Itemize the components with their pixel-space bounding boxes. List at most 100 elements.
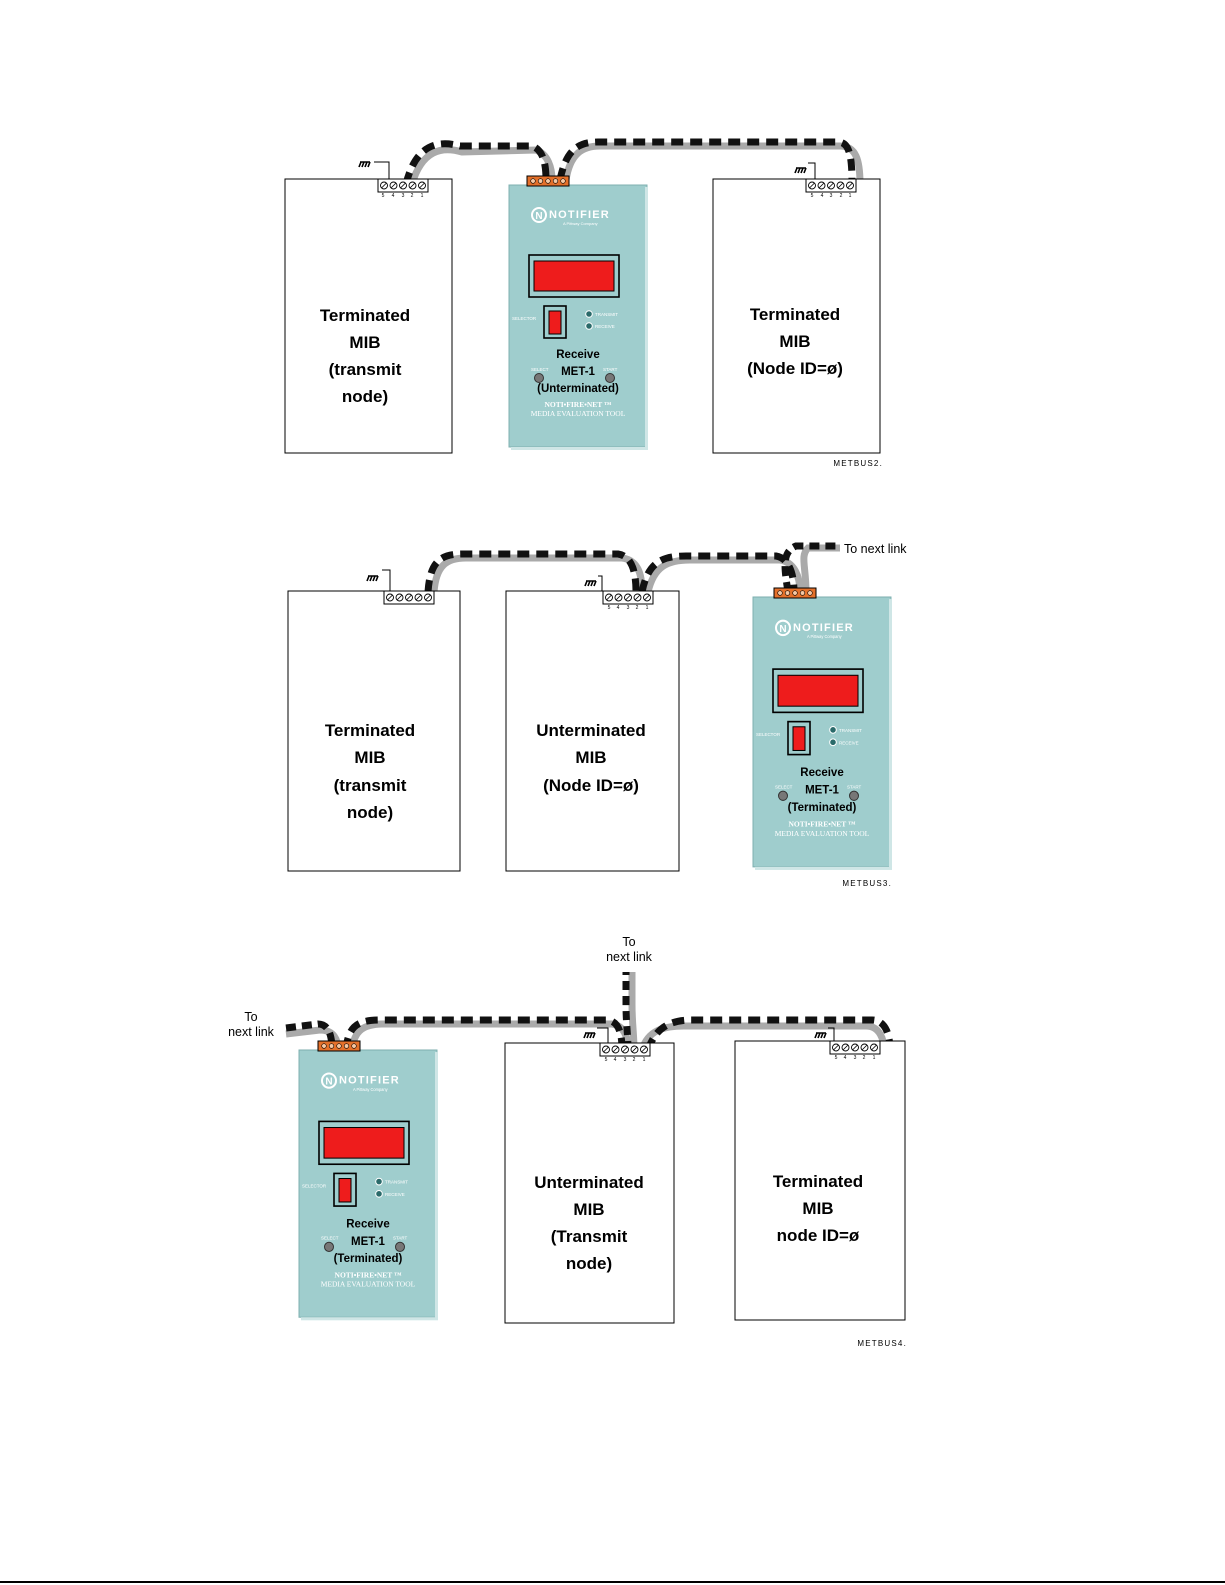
svg-text:SELECTOR: SELECTOR	[512, 316, 537, 321]
mib-label: Terminated MIB (Node ID=ø)	[747, 305, 843, 378]
svg-text:TRANSMIT: TRANSMIT	[385, 1180, 408, 1185]
mib-label: Terminated MIB (transmit node)	[320, 306, 410, 406]
figure-2: To next link Terminated MIB (transmit no…	[287, 542, 907, 888]
mib-box	[505, 590, 680, 872]
svg-text:Receive: Receive	[800, 766, 844, 779]
svg-text:MIB: MIB	[575, 748, 606, 767]
svg-text:(Terminated): (Terminated)	[334, 1252, 403, 1265]
svg-text:NOTIFIER: NOTIFIER	[339, 1075, 400, 1087]
svg-text:(Terminated): (Terminated)	[788, 801, 857, 814]
svg-text:(Node ID=ø): (Node ID=ø)	[543, 776, 639, 795]
svg-text:node ID=ø: node ID=ø	[777, 1226, 860, 1245]
svg-text:NOTI•FIRE•NET ™: NOTI•FIRE•NET ™	[789, 820, 856, 829]
svg-text:(Node ID=ø): (Node ID=ø)	[747, 359, 843, 378]
terminal-numbers: 5 4 3 2 1	[835, 1055, 876, 1061]
svg-text:node): node)	[342, 387, 388, 406]
svg-text:Receive: Receive	[556, 349, 599, 361]
svg-text:5: 5	[835, 1055, 838, 1061]
terminal-numbers: 5 4 3 2 1	[605, 1057, 646, 1063]
svg-text:RECEIVE: RECEIVE	[385, 1192, 405, 1197]
svg-text:A Pittway Company: A Pittway Company	[807, 634, 843, 639]
svg-text:SELECT: SELECT	[775, 785, 793, 790]
svg-text:MIB: MIB	[802, 1199, 833, 1218]
svg-text:MEDIA EVALUATION TOOL: MEDIA EVALUATION TOOL	[775, 829, 870, 838]
svg-text:MET-1: MET-1	[561, 366, 595, 378]
svg-text:2: 2	[636, 605, 639, 611]
footer-rule	[0, 1581, 1225, 1583]
met-device: NOTIFIER A Pittway Company SELECTOR TRAN…	[508, 184, 649, 451]
figure-1: 5 4 3 2 1 Terminated MIB (transmit node)…	[284, 138, 883, 468]
cable-2a	[424, 550, 646, 593]
svg-text:5: 5	[605, 1057, 608, 1063]
svg-text:2: 2	[863, 1055, 866, 1061]
svg-text:MEDIA EVALUATION TOOL: MEDIA EVALUATION TOOL	[321, 1280, 416, 1289]
svg-text:SELECTOR: SELECTOR	[302, 1184, 327, 1189]
met-device: NOTIFIER A Pittway Company SELECTOR TRAN…	[297, 1048, 440, 1322]
svg-text:Receive: Receive	[346, 1217, 390, 1230]
svg-text:4: 4	[614, 1057, 617, 1063]
svg-text:MIB: MIB	[573, 1200, 604, 1219]
terminal-numbers: 5 4 3 2 1	[608, 605, 649, 611]
cable-3a	[342, 1016, 632, 1051]
to-next-link-label: To next link	[844, 542, 907, 556]
svg-text:RECEIVE: RECEIVE	[595, 324, 615, 329]
svg-text:1: 1	[421, 193, 424, 199]
cable-2-next	[781, 542, 840, 593]
svg-text:NOTI•FIRE•NET ™: NOTI•FIRE•NET ™	[544, 400, 612, 409]
svg-text:SELECT: SELECT	[531, 367, 549, 372]
mib-box	[287, 590, 461, 872]
svg-text:MEDIA EVALUATION TOOL: MEDIA EVALUATION TOOL	[531, 409, 626, 418]
cable-3b	[638, 1016, 894, 1052]
svg-text:TRANSMIT: TRANSMIT	[839, 728, 862, 733]
to-next-link-label: To	[244, 1010, 257, 1024]
svg-text:1: 1	[646, 605, 649, 611]
svg-text:NOTIFIER: NOTIFIER	[549, 209, 610, 221]
to-next-link-label: next link	[228, 1025, 275, 1039]
mib-label: Unterminated MIB (Node ID=ø)	[536, 721, 646, 795]
svg-text:3: 3	[627, 605, 630, 611]
svg-text:NOTI•FIRE•NET ™: NOTI•FIRE•NET ™	[335, 1270, 402, 1279]
figure-id: METBUS4.	[857, 1339, 907, 1348]
figure-id: METBUS3.	[842, 879, 892, 888]
svg-text:4: 4	[392, 193, 395, 199]
svg-text:(transmit: (transmit	[329, 360, 402, 379]
svg-text:2: 2	[633, 1057, 636, 1063]
svg-text:MIB: MIB	[349, 333, 380, 352]
svg-text:4: 4	[844, 1055, 847, 1061]
terminal-numbers: 5 4 3 2 1	[382, 193, 424, 199]
mib-label: Unterminated MIB (Transmit node)	[534, 1173, 644, 1273]
to-next-link-label: To	[622, 935, 635, 949]
svg-text:3: 3	[854, 1055, 857, 1061]
svg-text:2: 2	[411, 193, 414, 199]
met-device: NOTIFIER A Pittway Company SELECTOR TRAN…	[751, 595, 894, 871]
mib-box	[734, 1040, 906, 1321]
svg-text:Terminated: Terminated	[773, 1172, 863, 1191]
svg-text:(Transmit: (Transmit	[551, 1227, 628, 1246]
svg-text:Terminated: Terminated	[320, 306, 410, 325]
cable-2b	[638, 552, 804, 593]
svg-text:MET-1: MET-1	[805, 784, 839, 797]
svg-text:Unterminated: Unterminated	[536, 721, 646, 740]
svg-text:node): node)	[347, 803, 393, 822]
svg-text:START: START	[393, 1236, 408, 1241]
svg-text:5: 5	[811, 193, 814, 199]
svg-text:SELECT: SELECT	[321, 1236, 339, 1241]
svg-text:(Unterminated): (Unterminated)	[537, 383, 619, 395]
svg-text:MIB: MIB	[354, 748, 385, 767]
to-next-link-label: next link	[606, 950, 653, 964]
svg-text:A Pittway Company: A Pittway Company	[563, 221, 598, 226]
svg-text:(transmit: (transmit	[334, 776, 407, 795]
mib-label: Terminated MIB (transmit node)	[325, 721, 415, 822]
svg-text:RECEIVE: RECEIVE	[839, 740, 859, 745]
figure-id: METBUS2.	[833, 459, 883, 468]
cable-1b	[556, 138, 864, 185]
svg-text:Terminated: Terminated	[750, 305, 840, 324]
svg-text:5: 5	[382, 193, 385, 199]
svg-text:1: 1	[849, 193, 852, 199]
svg-text:START: START	[603, 367, 618, 372]
svg-text:1: 1	[643, 1057, 646, 1063]
mib-box	[712, 178, 881, 454]
svg-text:A Pittway Company: A Pittway Company	[353, 1087, 388, 1092]
svg-text:2: 2	[840, 193, 843, 199]
svg-text:NOTIFIER: NOTIFIER	[793, 622, 854, 634]
